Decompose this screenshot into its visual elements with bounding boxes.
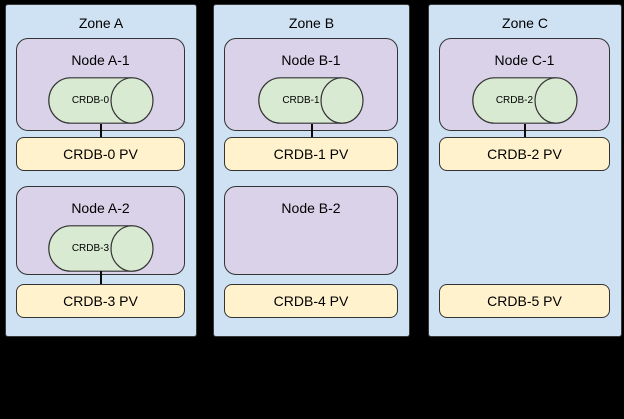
zone-b-title: Zone B	[288, 15, 335, 31]
node-b1-label: Node B-1	[281, 52, 341, 68]
database-cylinder-icon	[47, 225, 154, 272]
node-a2-label: Node A-2	[71, 200, 130, 216]
zone-a-title: Zone A	[78, 15, 124, 31]
crdb-0-pod-label: CRDB-0	[71, 95, 110, 106]
crdb-1-pv-box: CRDB-1 PV	[224, 137, 398, 171]
zone-b-box: Zone B Node B-1 CRDB-1 CRDB-1 PV Node B-…	[213, 4, 410, 337]
node-b2-label: Node B-2	[281, 200, 341, 216]
crdb-2-pv-label: CRDB-2 PV	[487, 146, 562, 162]
crdb-0-pod-cylinder: CRDB-0	[47, 77, 154, 124]
crdb-0-pv-box: CRDB-0 PV	[16, 137, 185, 171]
zone-c-box: Zone C Node C-1 CRDB-2 CRDB-2 PV CRDB-5 …	[428, 4, 622, 337]
crdb-3-pv-box: CRDB-3 PV	[16, 284, 185, 318]
crdb-4-pv-label: CRDB-4 PV	[273, 293, 349, 309]
crdb-2-pv-box: CRDB-2 PV	[439, 137, 610, 171]
node-c1-label: Node C-1	[494, 52, 555, 68]
crdb-1-pod-label: CRDB-1	[282, 95, 320, 106]
crdb-3-pv-label: CRDB-3 PV	[63, 293, 138, 309]
crdb-5-pv-label: CRDB-5 PV	[487, 293, 562, 309]
pod-to-pv-connector	[100, 124, 102, 139]
zone-c-title: Zone C	[502, 15, 548, 31]
crdb-0-pv-label: CRDB-0 PV	[63, 146, 138, 162]
crdb-2-pod-cylinder: CRDB-2	[471, 77, 578, 124]
node-c1-box: Node C-1 CRDB-2	[439, 38, 610, 131]
zone-a-box: Zone A Node A-1 CRDB-0 CRDB-0 PV Node A-…	[5, 4, 197, 337]
database-cylinder-icon	[47, 77, 154, 124]
database-cylinder-icon	[258, 77, 364, 124]
node-a2-box: Node A-2 CRDB-3	[16, 186, 185, 275]
crdb-4-pv-box: CRDB-4 PV	[224, 284, 398, 318]
crdb-1-pv-label: CRDB-1 PV	[273, 146, 349, 162]
node-b1-box: Node B-1 CRDB-1	[224, 38, 398, 131]
database-cylinder-icon	[471, 77, 578, 124]
crdb-1-pod-cylinder: CRDB-1	[258, 77, 364, 124]
node-a1-label: Node A-1	[71, 52, 130, 68]
pod-to-pv-connector	[100, 271, 102, 286]
crdb-5-pv-box: CRDB-5 PV	[439, 284, 610, 318]
node-b2-box: Node B-2	[224, 186, 398, 275]
node-a1-box: Node A-1 CRDB-0	[16, 38, 185, 131]
crdb-3-pod-label: CRDB-3	[71, 243, 110, 254]
crdb-3-pod-cylinder: CRDB-3	[47, 225, 154, 272]
pod-to-pv-connector	[310, 124, 313, 139]
pod-to-pv-connector	[524, 124, 526, 139]
crdb-2-pod-label: CRDB-2	[495, 95, 534, 106]
